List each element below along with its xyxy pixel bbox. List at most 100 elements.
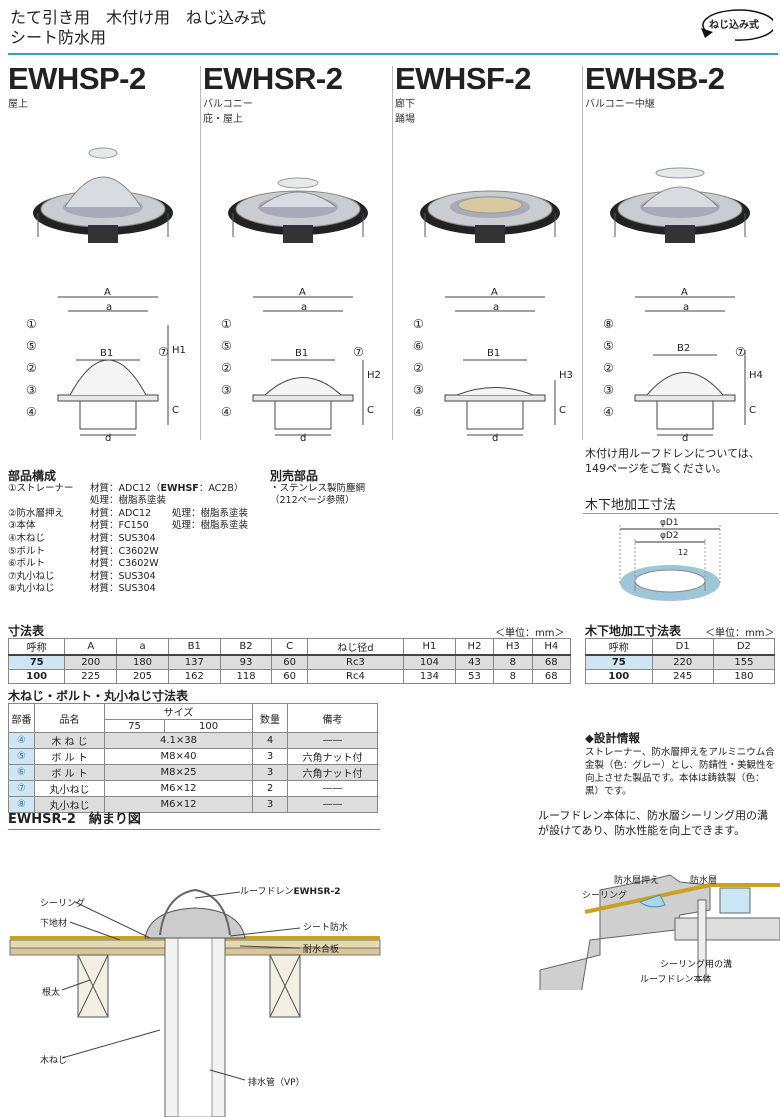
parts-row: ⑦丸小ねじ材質：SUS304: [8, 571, 248, 584]
table-cell: ⑦: [8, 780, 35, 797]
part-number-callout: ⑤: [26, 339, 37, 353]
wood-note-line: 木付け用ルーフドレンについては、: [585, 447, 760, 460]
part-name: ①ストレーナー: [8, 482, 74, 494]
label-body: ルーフドレン本体: [640, 975, 712, 985]
dim-label-a: A: [299, 287, 306, 298]
dim-label-b: B1: [100, 348, 114, 359]
part-material: 材質：SUS304: [90, 533, 172, 546]
dim-label-c: C: [367, 405, 374, 416]
parts-row: ⑤ボルト材質：C3602W: [8, 546, 248, 559]
table-cell: ボ ル ト: [34, 764, 105, 781]
option-item: ・ステンレス製防塵網: [270, 482, 366, 494]
col-header: 呼称: [7, 638, 66, 656]
label-plywood: 耐水合板: [303, 945, 340, 955]
dim-label-a: A: [491, 287, 498, 298]
column-separator: [392, 66, 393, 440]
model-usage: 屋上: [8, 99, 28, 110]
dim-label-c: C: [749, 405, 756, 416]
dim-label-h: H2: [367, 370, 381, 381]
table-cell: 75: [7, 654, 66, 670]
unit-label: ＜単位：mm＞: [705, 628, 775, 639]
dim-label-h: H1: [172, 345, 186, 356]
product-photo: [28, 125, 178, 250]
table-cell: M6×12: [104, 796, 253, 813]
label-press: 防水層押え: [614, 876, 660, 886]
model-name: EWHSF-2: [395, 61, 532, 96]
table-cell: 4: [252, 732, 288, 749]
dim-label-d: d: [300, 433, 307, 444]
table-cell: 8: [493, 654, 533, 670]
parts-row: 処理：樹脂系塗装: [8, 495, 248, 508]
label-wood-screw: 木ねじ: [40, 1056, 68, 1066]
part-number-callout: ③: [221, 383, 232, 397]
options: 別売部品 ・ステンレス製防塵網 （212ページ参照）: [270, 470, 365, 508]
seal-text: ルーフドレン本体に、防水層シーリング用の溝が設けてあり、防水性能を向上できます。: [538, 809, 769, 837]
col-header: B1: [167, 638, 221, 656]
part-name: ⑦丸小ねじ: [8, 570, 55, 582]
wood-proc-ring-diagram: [619, 525, 721, 601]
table-cell: 93: [219, 654, 273, 670]
table-cell: 53: [454, 668, 495, 684]
wood-note: 木付け用ルーフドレンについては、 149ページをご覧ください。: [585, 446, 760, 476]
material-text: 材質：ADC12: [90, 507, 152, 519]
table-cell: ——: [287, 732, 378, 749]
col-header: 数量: [252, 703, 288, 733]
wood-table-title: 木下地加工寸法表: [585, 624, 682, 638]
part-number-callout: ⑤: [603, 339, 614, 353]
part-number-callout: ④: [413, 405, 424, 419]
table-cell: M8×25: [104, 764, 253, 781]
part-number-callout: ③: [26, 383, 37, 397]
header-line2: シート防水用: [10, 28, 107, 47]
table-cell: 180: [116, 654, 169, 670]
part-name: ⑥ボルト: [8, 558, 46, 570]
table-cell: 205: [116, 668, 169, 684]
dim-label-d: d: [682, 433, 689, 444]
product-photo: [605, 125, 755, 250]
table-cell: 43: [454, 654, 495, 670]
model-usage: 庇・屋上: [203, 114, 243, 125]
part-material: 材質：FC150: [90, 520, 172, 533]
col-header: ねじ径d: [306, 638, 405, 656]
table-cell: 118: [219, 668, 273, 684]
seal-detail-diagram: [539, 874, 780, 990]
material-text: 材質：C3602W: [90, 558, 159, 570]
table-cell: 245: [651, 668, 714, 684]
part-number-callout: ①: [26, 317, 37, 331]
product-photo: [415, 125, 565, 250]
label-drain-text: ルーフドレン: [240, 887, 294, 897]
part-material: 材質：C3602W: [90, 558, 172, 571]
part-material: 材質：C3602W: [90, 546, 172, 559]
material-model: EWHSF: [160, 482, 199, 494]
table-cell: 丸小ねじ: [34, 796, 105, 813]
label-groove: シーリング用の溝: [660, 960, 733, 970]
part-number-callout: ③: [603, 383, 614, 397]
label-sealing-detail: シーリング: [582, 891, 628, 901]
label-layer: 防水層: [690, 876, 718, 886]
table-cell: 200: [64, 654, 118, 670]
label-sheet: シート防水: [303, 923, 349, 933]
part-number-callout: ⑦: [735, 345, 746, 359]
table-cell: 2: [252, 780, 288, 797]
table-cell: ボ ル ト: [34, 748, 105, 765]
parts-row: ④木ねじ材質：SUS304: [8, 533, 248, 546]
label-drain-model: EWHSR-2: [293, 887, 341, 897]
dim-label-a: a: [301, 302, 308, 313]
part-number-callout: ②: [221, 361, 232, 375]
table-cell: 3: [252, 796, 288, 813]
parts-row: ①ストレーナー材質：ADC12（EWHSF：AC2B）: [8, 483, 248, 496]
material-text: 処理：樹脂系塗装: [90, 495, 167, 507]
col-header: 品名: [34, 703, 105, 733]
model-name: EWHSR-2: [203, 61, 343, 96]
part-number-callout: ④: [26, 405, 37, 419]
screw-table-title: 木ねじ・ボルト・丸小ねじ寸法表: [8, 689, 189, 703]
